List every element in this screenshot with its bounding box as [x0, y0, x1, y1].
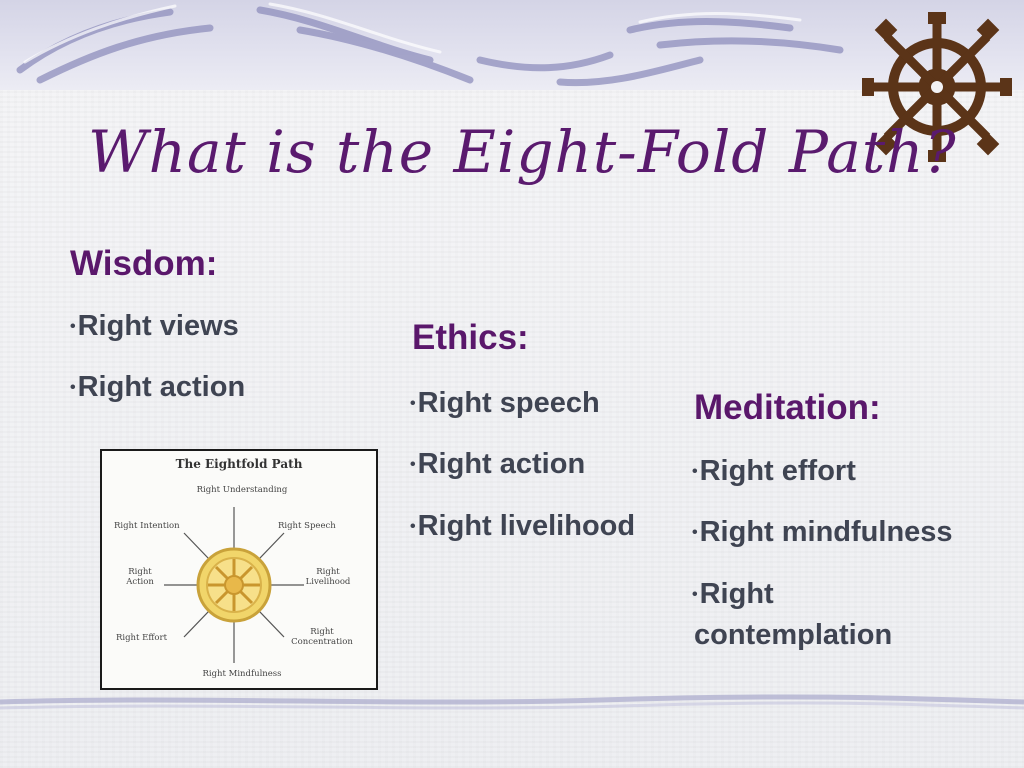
diagram-label-left-line1: Right — [128, 567, 152, 577]
bullet-icon: • — [692, 524, 698, 541]
wisdom-heading: Wisdom: — [70, 244, 218, 283]
slide-title: What is the Eight-Fold Path? — [88, 118, 957, 186]
diagram-label-bottom: Right Mindfulness — [202, 669, 282, 679]
bullet-icon: • — [410, 395, 416, 412]
ethics-item-label: Right action — [417, 448, 586, 480]
bottom-wave-decoration — [0, 694, 1024, 710]
meditation-item: •Right mindfulness — [692, 514, 953, 551]
diagram-label-top-left: Right Intention — [114, 521, 180, 531]
diagram-title: The Eightfold Path — [175, 457, 303, 471]
ethics-item: •Right speech — [410, 385, 600, 422]
bullet-icon: • — [692, 586, 698, 603]
dharma-wheel-icon — [862, 12, 1012, 162]
wisdom-item: •Right action — [70, 369, 245, 406]
meditation-item-label: Right — [699, 578, 774, 610]
ethics-item: •Right action — [410, 446, 585, 483]
diagram-label-right-line2: Livelihood — [305, 577, 351, 587]
meditation-item-label: Right mindfulness — [699, 516, 953, 548]
meditation-item-continued: contemplation — [694, 619, 893, 651]
diagram-label-top-right: Right Speech — [278, 521, 336, 531]
bullet-icon: • — [70, 318, 76, 335]
ethics-item: •Right livelihood — [410, 508, 635, 545]
bottom-wave-border — [0, 690, 1024, 720]
wisdom-item-label: Right views — [77, 310, 239, 342]
meditation-heading: Meditation: — [694, 388, 881, 427]
meditation-item: •Right — [692, 576, 774, 613]
eightfold-path-diagram: The Eightfold Path Right Understanding R… — [100, 449, 378, 690]
wisdom-item: •Right views — [70, 308, 239, 345]
bullet-icon: • — [410, 456, 416, 473]
meditation-item: •Right effort — [692, 453, 856, 490]
wave-decoration — [16, 2, 844, 87]
top-wave-border — [0, 0, 1024, 90]
ethics-heading: Ethics: — [412, 318, 529, 357]
diagram-label-bottom-left: Right Effort — [116, 633, 167, 643]
diagram-label-top: Right Understanding — [196, 485, 288, 495]
ethics-item-label: Right livelihood — [417, 510, 636, 542]
wisdom-item-label: Right action — [77, 371, 246, 403]
ethics-item-label: Right speech — [417, 387, 600, 419]
meditation-item-label: Right effort — [699, 455, 856, 487]
diagram-wheel — [164, 507, 304, 663]
diagram-label-left-line2: Action — [126, 577, 154, 587]
bullet-icon: • — [410, 518, 416, 535]
diagram-label-right-line1: Right — [316, 567, 340, 577]
diagram-label-bottom-right-line1: Right — [310, 627, 334, 637]
bullet-icon: • — [70, 379, 76, 396]
bullet-icon: • — [692, 463, 698, 480]
diagram-label-bottom-right-line2: Concentration — [291, 637, 353, 647]
